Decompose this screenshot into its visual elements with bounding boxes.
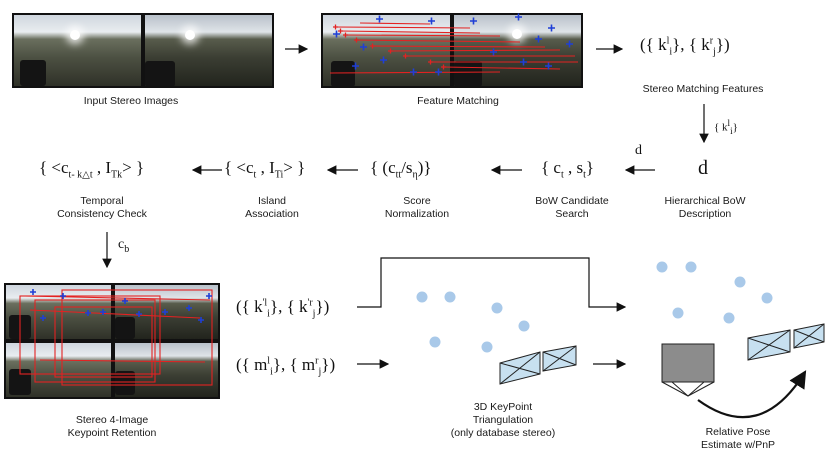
pose-points (656, 261, 773, 324)
retention-match-rects (19, 289, 213, 386)
feature-match-lines (329, 22, 578, 74)
feature-keypoints (333, 13, 573, 76)
bow-descriptor-symbol: d (698, 157, 708, 179)
bow-candidates-symbol: { ct , st} (541, 158, 595, 181)
caption-bow-candidate-search: BoW Candidate Search (535, 195, 609, 220)
cb-label: cb (118, 237, 130, 255)
left-stereo-image (12, 13, 143, 88)
caption-temporal-consistency: Temporal Consistency Check (57, 195, 147, 220)
flow-arrows (102, 44, 709, 369)
m-features-symbol: ({ mli}, { mrj}) (236, 355, 336, 378)
triangulation-points (416, 291, 530, 353)
island-symbol: { <ct , ITi> } (224, 158, 306, 181)
feature-match-points (333, 24, 446, 70)
score-norm-symbol: { (ctt/sη)} (370, 158, 432, 181)
caption-relative-pose: Relative Pose Estimate w/PnP (700, 426, 776, 451)
pose-cameras-db (747, 323, 825, 361)
kprime-symbol: ({ k'li}, { k'rj}) (236, 297, 330, 320)
arrow-label-d: d (635, 143, 642, 158)
caption-feature-matching: Feature Matching (417, 95, 499, 107)
caption-score-normalization: Score Normalization (384, 195, 450, 220)
caption-keypoint-retention: Stereo 4-Image Keypoint Retention (67, 414, 157, 439)
triangulation-cameras (499, 345, 577, 385)
retention-keypoints (30, 289, 212, 323)
pose-camera-query (661, 343, 715, 397)
retention-image-tl (4, 283, 113, 341)
caption-input-stereo: Input Stereo Images (83, 95, 179, 107)
retention-image-bl (4, 341, 113, 399)
arrow-label-kl: { kli} (714, 118, 738, 136)
temporal-symbol: { <ct- k△t , ITk> } (39, 158, 145, 181)
caption-stereo-matching-features: Stereo Matching Features (642, 83, 764, 95)
caption-hierarchical-bow: Hierarchical BoW Description (664, 195, 746, 220)
right-stereo-image (143, 13, 274, 88)
caption-island-association: Island Association (245, 195, 299, 220)
stereo-features-symbol: ({ kli}, { krj}) (640, 35, 730, 58)
caption-triangulation: 3D KeyPoint Triangulation (only database… (450, 401, 556, 439)
pnp-curved-arrow (697, 370, 807, 419)
